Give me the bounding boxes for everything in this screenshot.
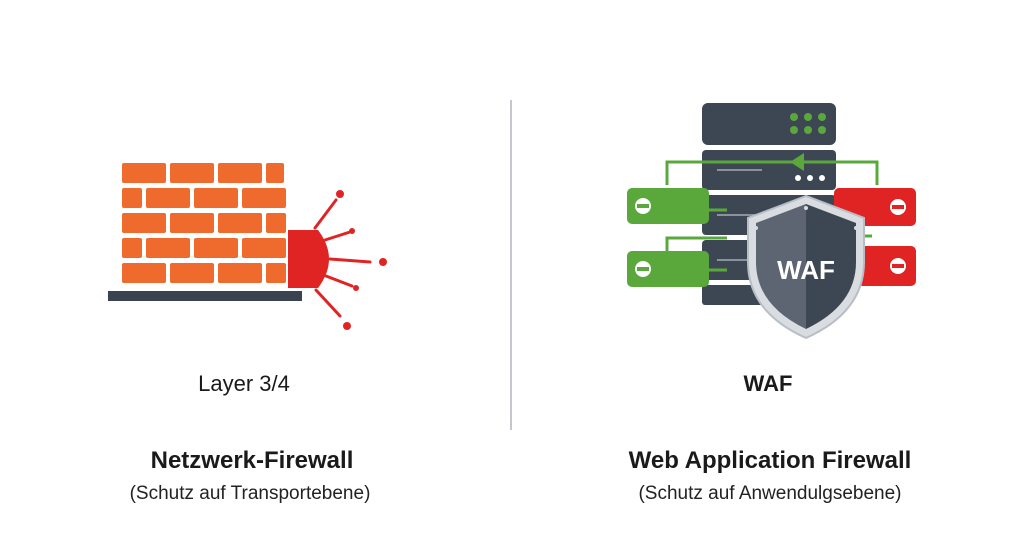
network-firewall-title: Netzwerk-Firewall bbox=[150, 447, 354, 474]
blocked-request-icon bbox=[857, 246, 916, 286]
waf-subtitle: (Schutz auf Anwendulgsebene) bbox=[638, 483, 902, 504]
shield-label: WAF bbox=[777, 255, 835, 285]
layer-label: WAF bbox=[743, 371, 793, 396]
server-shield-icon: WAF bbox=[627, 103, 916, 340]
allowed-request-icon bbox=[627, 251, 709, 287]
panel-divider bbox=[510, 100, 512, 430]
waf-panel: WAF WAF Web Application Firewall (Schutz… bbox=[512, 0, 1024, 558]
network-firewall-subtitle: (Schutz auf Transportebene) bbox=[129, 483, 371, 504]
brick-wall-icon bbox=[108, 163, 387, 330]
network-firewall-panel: Layer 3/4 Netzwerk-Firewall (Schutz auf … bbox=[108, 163, 387, 504]
allowed-request-icon bbox=[627, 188, 709, 224]
shield-icon: WAF bbox=[747, 194, 865, 340]
impact-burst-icon bbox=[288, 190, 387, 330]
waf-title: Web Application Firewall bbox=[628, 447, 912, 474]
layer-label: Layer 3/4 bbox=[198, 371, 290, 396]
